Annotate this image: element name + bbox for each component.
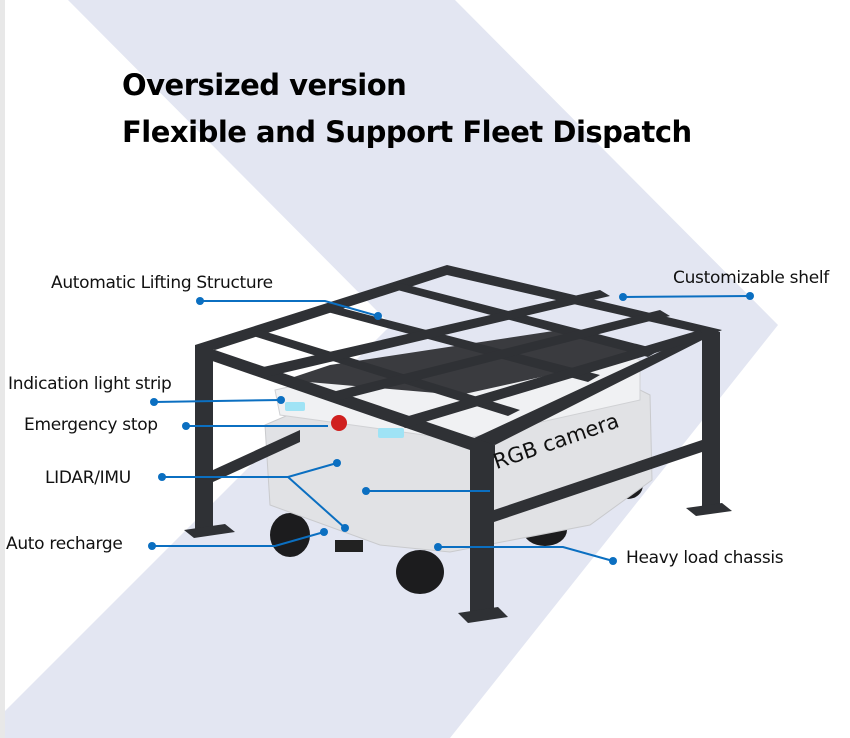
emergency-stop-button [331,415,347,431]
label-lidar-imu: LIDAR/IMU [45,468,131,488]
light-strip [285,402,305,411]
shelf-frame [184,265,732,623]
label-emergency-stop: Emergency stop [24,415,158,435]
callout-dots [148,292,754,565]
label-automatic-lifting-structure: Automatic Lifting Structure [51,273,273,293]
light-strip [378,428,404,438]
callout-lines [152,295,751,562]
label-indication-light-strip: Indication light strip [8,374,172,394]
label-heavy-load-chassis: Heavy load chassis [626,548,784,568]
recharge-contacts [335,540,363,552]
title-line-1: Oversized version [122,68,407,102]
label-auto-recharge: Auto recharge [6,534,123,554]
label-customizable-shelf: Customizable shelf [673,268,829,288]
title-line-2: Flexible and Support Fleet Dispatch [122,115,692,149]
